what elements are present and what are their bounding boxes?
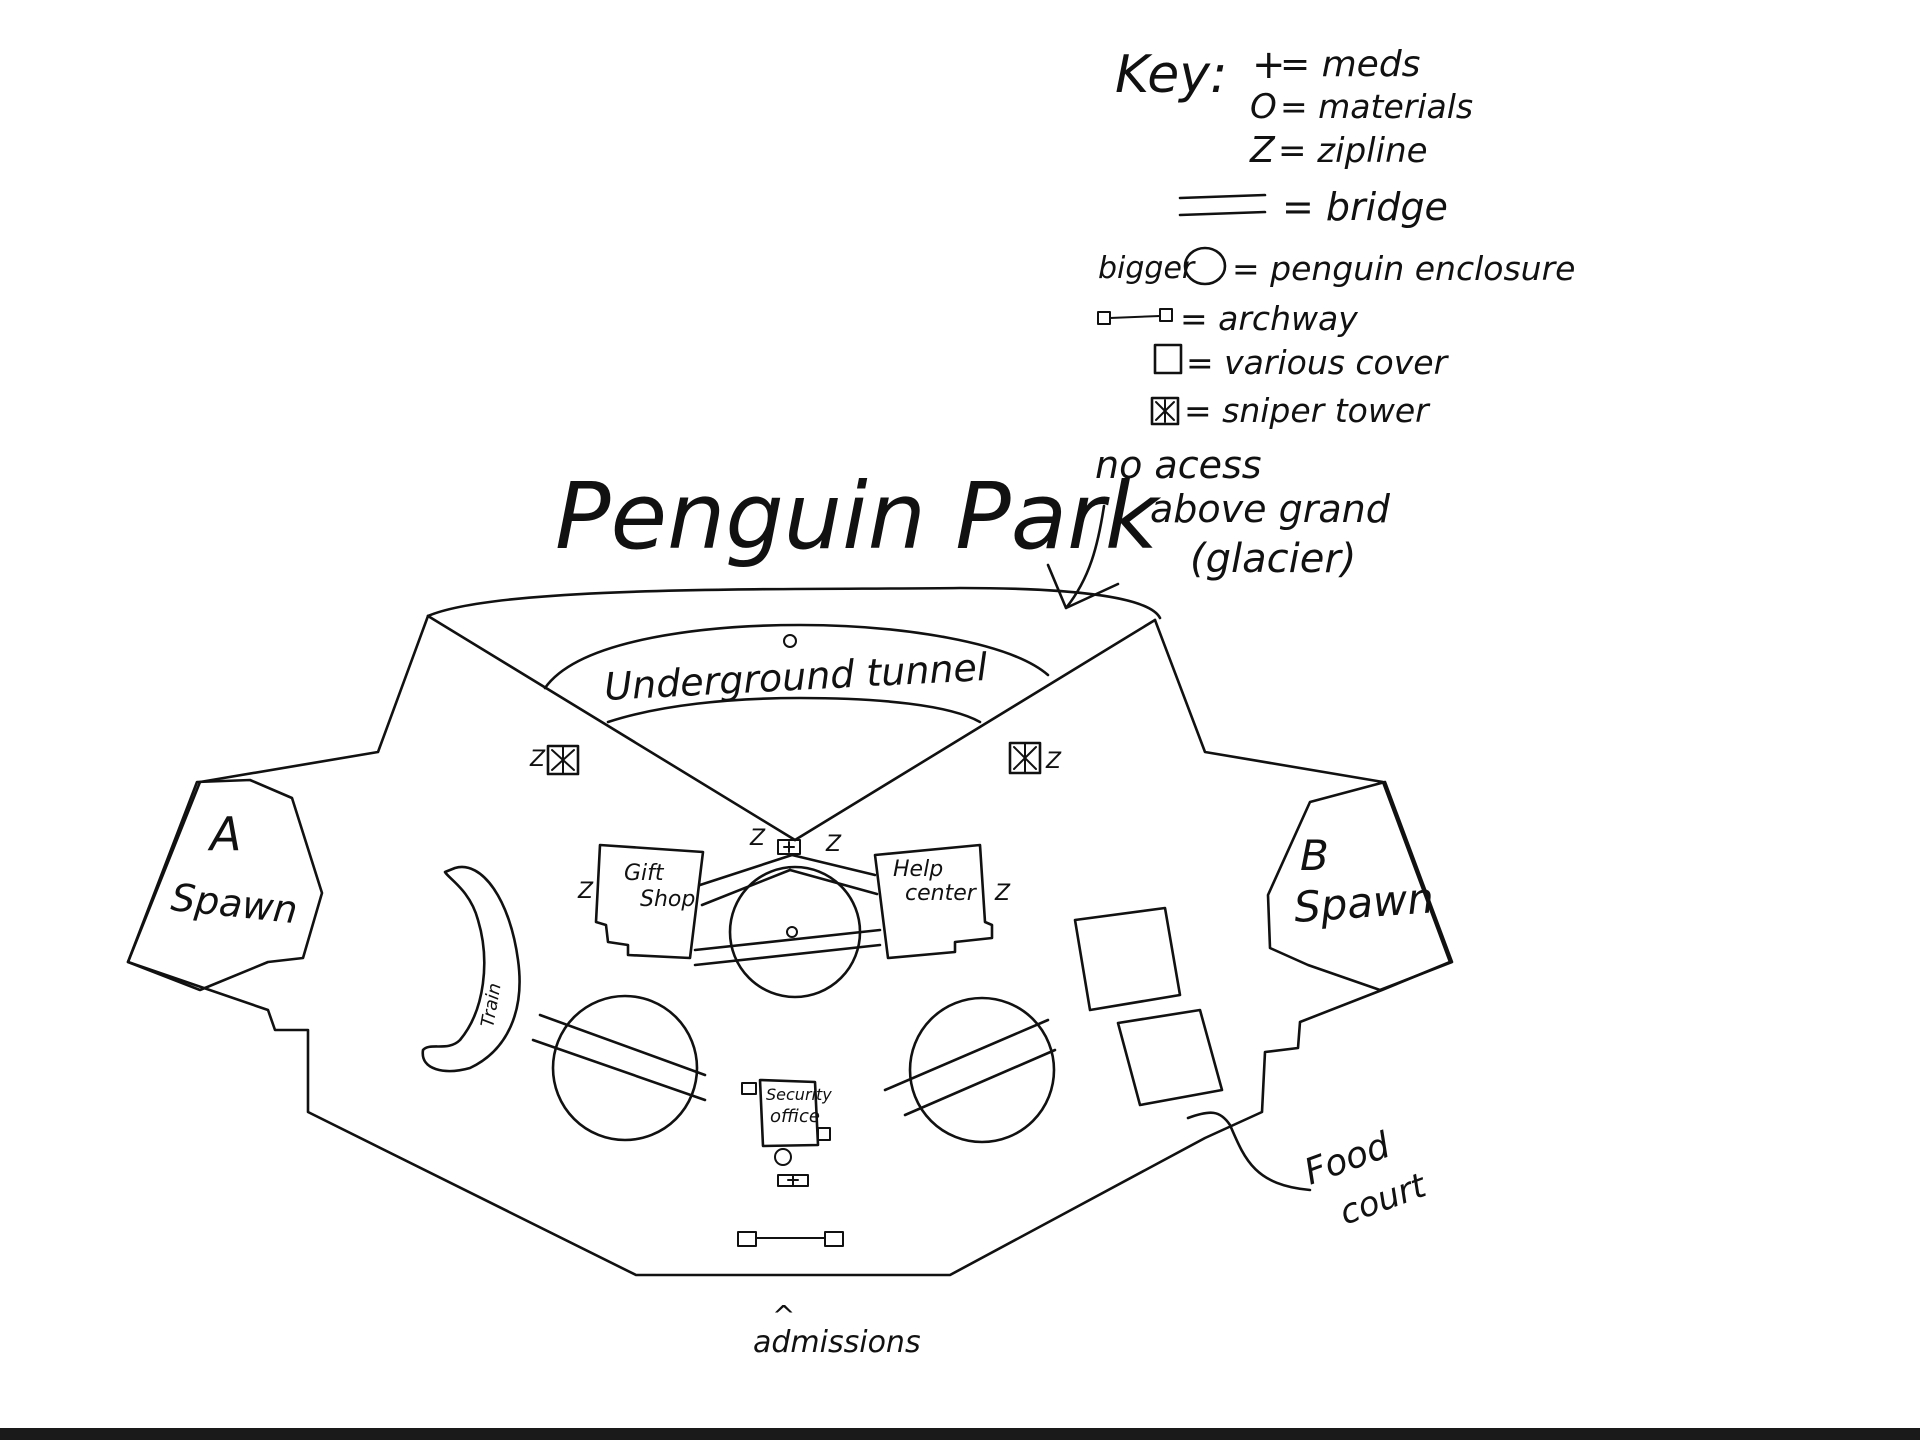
bridge-icon	[1178, 193, 1267, 217]
sniper-tower-left: Z	[529, 744, 580, 776]
no-access-line-3: (glacier)	[1190, 536, 1356, 582]
no-access-line-1: no acess	[1095, 443, 1262, 487]
center-materials-icon	[786, 926, 798, 938]
food-court: Food court	[1073, 906, 1433, 1233]
key-cover-label: = various cover	[1186, 343, 1450, 382]
security-cover-right	[817, 1127, 831, 1141]
zipline-mark-center-left: Z	[749, 826, 766, 851]
underground-tunnel: Underground tunnel	[543, 623, 1050, 724]
help-center-label-2: center	[905, 881, 978, 906]
key-zipline-label: = zipline	[1278, 131, 1428, 171]
key-materials-symbol: O	[1250, 87, 1277, 127]
no-access-note: no acess above grand (glacier)	[1046, 443, 1391, 610]
zipline-mark-center-right: Z	[825, 832, 842, 857]
penguin-enclosure-left	[531, 994, 707, 1142]
key-materials-label: = materials	[1280, 87, 1473, 126]
spawn-a-label: Spawn	[169, 875, 300, 932]
key-enclosure-label: = penguin enclosure	[1232, 249, 1575, 288]
food-court-arrow	[1186, 1111, 1312, 1192]
gift-shop-label-2: Shop	[640, 887, 695, 912]
zipline-mark-tower-right: Z	[1045, 749, 1062, 774]
admissions-archway	[737, 1231, 844, 1247]
no-access-arrow	[1046, 504, 1120, 610]
archway-icon	[1097, 308, 1173, 325]
large-circle-icon	[1183, 246, 1227, 286]
center-meds: Z Z	[749, 826, 842, 857]
help-center: Help center Z	[873, 843, 1011, 960]
map-key: Key: + = meds O = materials Z = zipline …	[1097, 42, 1575, 430]
shop-bridges	[693, 853, 882, 967]
zipline-mark-tower-left: Z	[529, 747, 546, 772]
security-office: Security office	[741, 1078, 832, 1187]
admissions-arrow: ^	[772, 1299, 795, 1332]
no-access-line-2: above grand	[1150, 487, 1391, 531]
admissions-label: admissions	[753, 1325, 921, 1360]
gift-shop-label-1: Gift	[624, 861, 665, 886]
security-cover-left	[741, 1082, 757, 1095]
penguin-enclosure-right	[883, 996, 1057, 1144]
key-heading: Key:	[1115, 45, 1228, 105]
key-bridge-label: = bridge	[1282, 185, 1448, 229]
security-office-label-1: Security	[766, 1085, 832, 1104]
key-zipline-symbol: Z	[1249, 130, 1276, 171]
penguin-enclosure-center	[728, 865, 862, 999]
spawn-b-label: Spawn	[1292, 873, 1435, 932]
key-sniper-label: = sniper tower	[1184, 391, 1431, 430]
spawn-a-letter: A	[207, 807, 241, 861]
gift-shop: Gift Shop Z	[577, 843, 705, 960]
key-meds-symbol: +	[1252, 42, 1286, 88]
train-track: Train	[421, 865, 521, 1073]
square-icon	[1153, 343, 1183, 375]
security-office-label-2: office	[770, 1106, 820, 1127]
security-materials-icon	[774, 1148, 792, 1166]
bottom-edge-bar	[0, 1428, 1920, 1440]
zipline-mark-help-center: Z	[994, 881, 1011, 906]
key-enclosure-symbol: bigger	[1098, 251, 1196, 286]
spawn-b-letter: B	[1300, 831, 1329, 880]
zipline-mark-gift-shop: Z	[577, 879, 594, 904]
spawn-a: A Spawn	[126, 778, 324, 992]
tunnel-label: Underground tunnel	[603, 645, 989, 709]
key-archway-label: = archway	[1180, 299, 1358, 338]
spawn-b: B Spawn	[1266, 780, 1454, 992]
sniper-tower-icon	[1150, 396, 1180, 426]
key-meds-label: = meds	[1280, 44, 1420, 85]
tunnel-materials-icon	[783, 634, 797, 648]
sniper-tower-right: Z	[1008, 741, 1062, 775]
map-title: Penguin Park	[555, 463, 1162, 570]
help-center-label-1: Help	[893, 857, 943, 882]
